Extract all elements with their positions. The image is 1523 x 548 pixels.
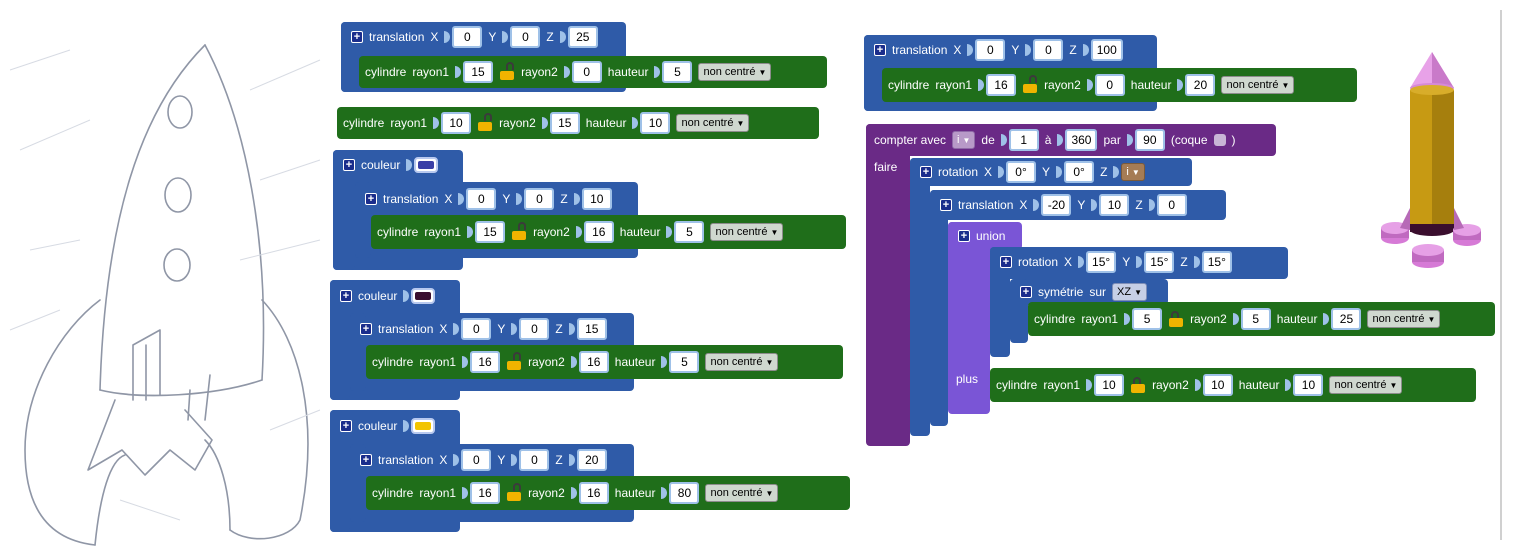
r2-input[interactable]: 0 [571, 61, 602, 83]
center-dropdown[interactable]: non centré▼ [676, 114, 750, 132]
lock-open-icon[interactable] [506, 352, 522, 370]
lock-open-icon[interactable] [477, 113, 493, 131]
union-plus-label: plus [956, 372, 979, 386]
hull-checkbox[interactable] [1213, 134, 1226, 146]
loop-var-dropdown[interactable]: i▼ [952, 131, 976, 149]
expand-plus-icon[interactable]: + [340, 290, 352, 302]
r2-input[interactable]: 15 [549, 112, 580, 134]
tz-input[interactable]: 25 [567, 26, 598, 48]
center-dropdown[interactable]: non centré▼ [710, 223, 784, 241]
tx-input[interactable]: 0 [452, 26, 483, 48]
translation-label: translation [369, 30, 425, 44]
lock-open-icon[interactable] [1022, 75, 1038, 93]
expand-plus-icon[interactable]: + [351, 31, 363, 43]
height-input[interactable]: 5 [662, 61, 693, 83]
color-swatch[interactable] [411, 418, 436, 434]
var-i-dropdown[interactable]: i▼ [1121, 163, 1145, 181]
r1-input[interactable]: 10 [441, 112, 472, 134]
center-dropdown[interactable]: non centré▼ [1221, 76, 1295, 94]
center-dropdown[interactable]: non centré▼ [1329, 376, 1403, 394]
r1-input[interactable]: 15 [463, 61, 494, 83]
axis-dropdown[interactable]: XZ▼ [1112, 283, 1147, 301]
lock-closed-icon[interactable] [1168, 311, 1184, 327]
lock-open-icon[interactable] [511, 222, 527, 240]
rocket-sketch [9, 44, 321, 546]
rotation-block-1[interactable] [910, 158, 1192, 186]
ty-input[interactable]: 0 [510, 26, 541, 48]
center-dropdown[interactable]: non centré▼ [705, 353, 779, 371]
expand-plus-icon[interactable]: + [343, 159, 355, 171]
lock-open-icon[interactable] [499, 62, 515, 80]
center-dropdown[interactable]: non centré▼ [705, 484, 779, 502]
lock-closed-icon[interactable] [1130, 377, 1146, 393]
height-input[interactable]: 10 [640, 112, 671, 134]
rocket-3d-preview [1381, 52, 1481, 268]
panel-divider [1500, 10, 1502, 540]
center-dropdown[interactable]: non centré▼ [698, 63, 772, 81]
loop-do-label: faire [874, 160, 898, 174]
center-dropdown[interactable]: non centré▼ [1367, 310, 1441, 328]
lock-open-icon[interactable] [506, 483, 522, 501]
color-swatch[interactable] [411, 288, 436, 304]
color-swatch[interactable] [414, 157, 439, 173]
expand-plus-icon[interactable]: + [365, 193, 377, 205]
